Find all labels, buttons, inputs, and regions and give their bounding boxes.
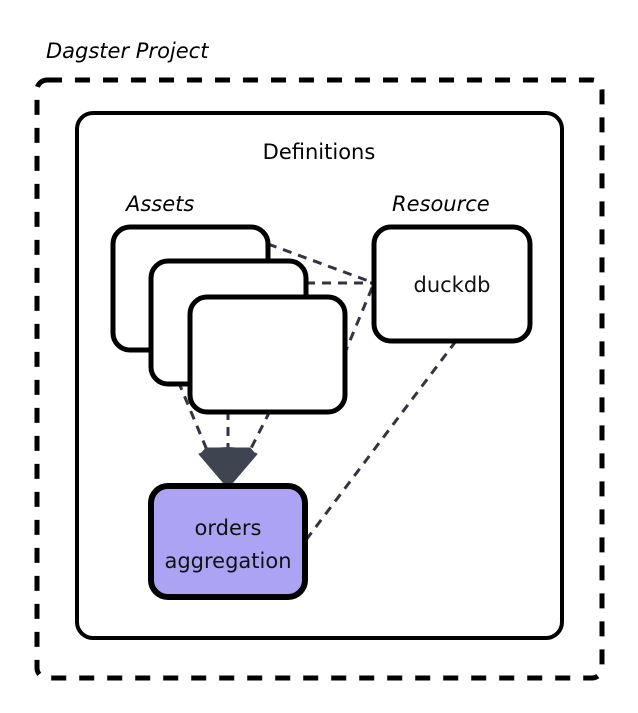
edge-asset3-to-duckdb: [342, 282, 376, 356]
node-duckdb[interactable]: [371, 224, 533, 344]
outer-container-dagster-project: [34, 77, 605, 681]
edge-asset1-to-duckdb: [267, 242, 375, 285]
group-label-resource: Resource: [392, 192, 490, 216]
node-orders-aggregation-label-line1: orders: [195, 516, 262, 540]
arrowhead-fan-icon: [198, 447, 258, 489]
asset-card-3[interactable]: [187, 294, 348, 415]
outer-container-title: Dagster Project: [46, 39, 209, 63]
node-duckdb-label: duckdb: [413, 273, 490, 297]
group-label-assets: Assets: [124, 192, 194, 216]
inner-container-title: Definitions: [263, 140, 376, 164]
node-orders-aggregation[interactable]: [148, 483, 308, 600]
node-orders-aggregation-label-line2: aggregation: [164, 549, 291, 573]
